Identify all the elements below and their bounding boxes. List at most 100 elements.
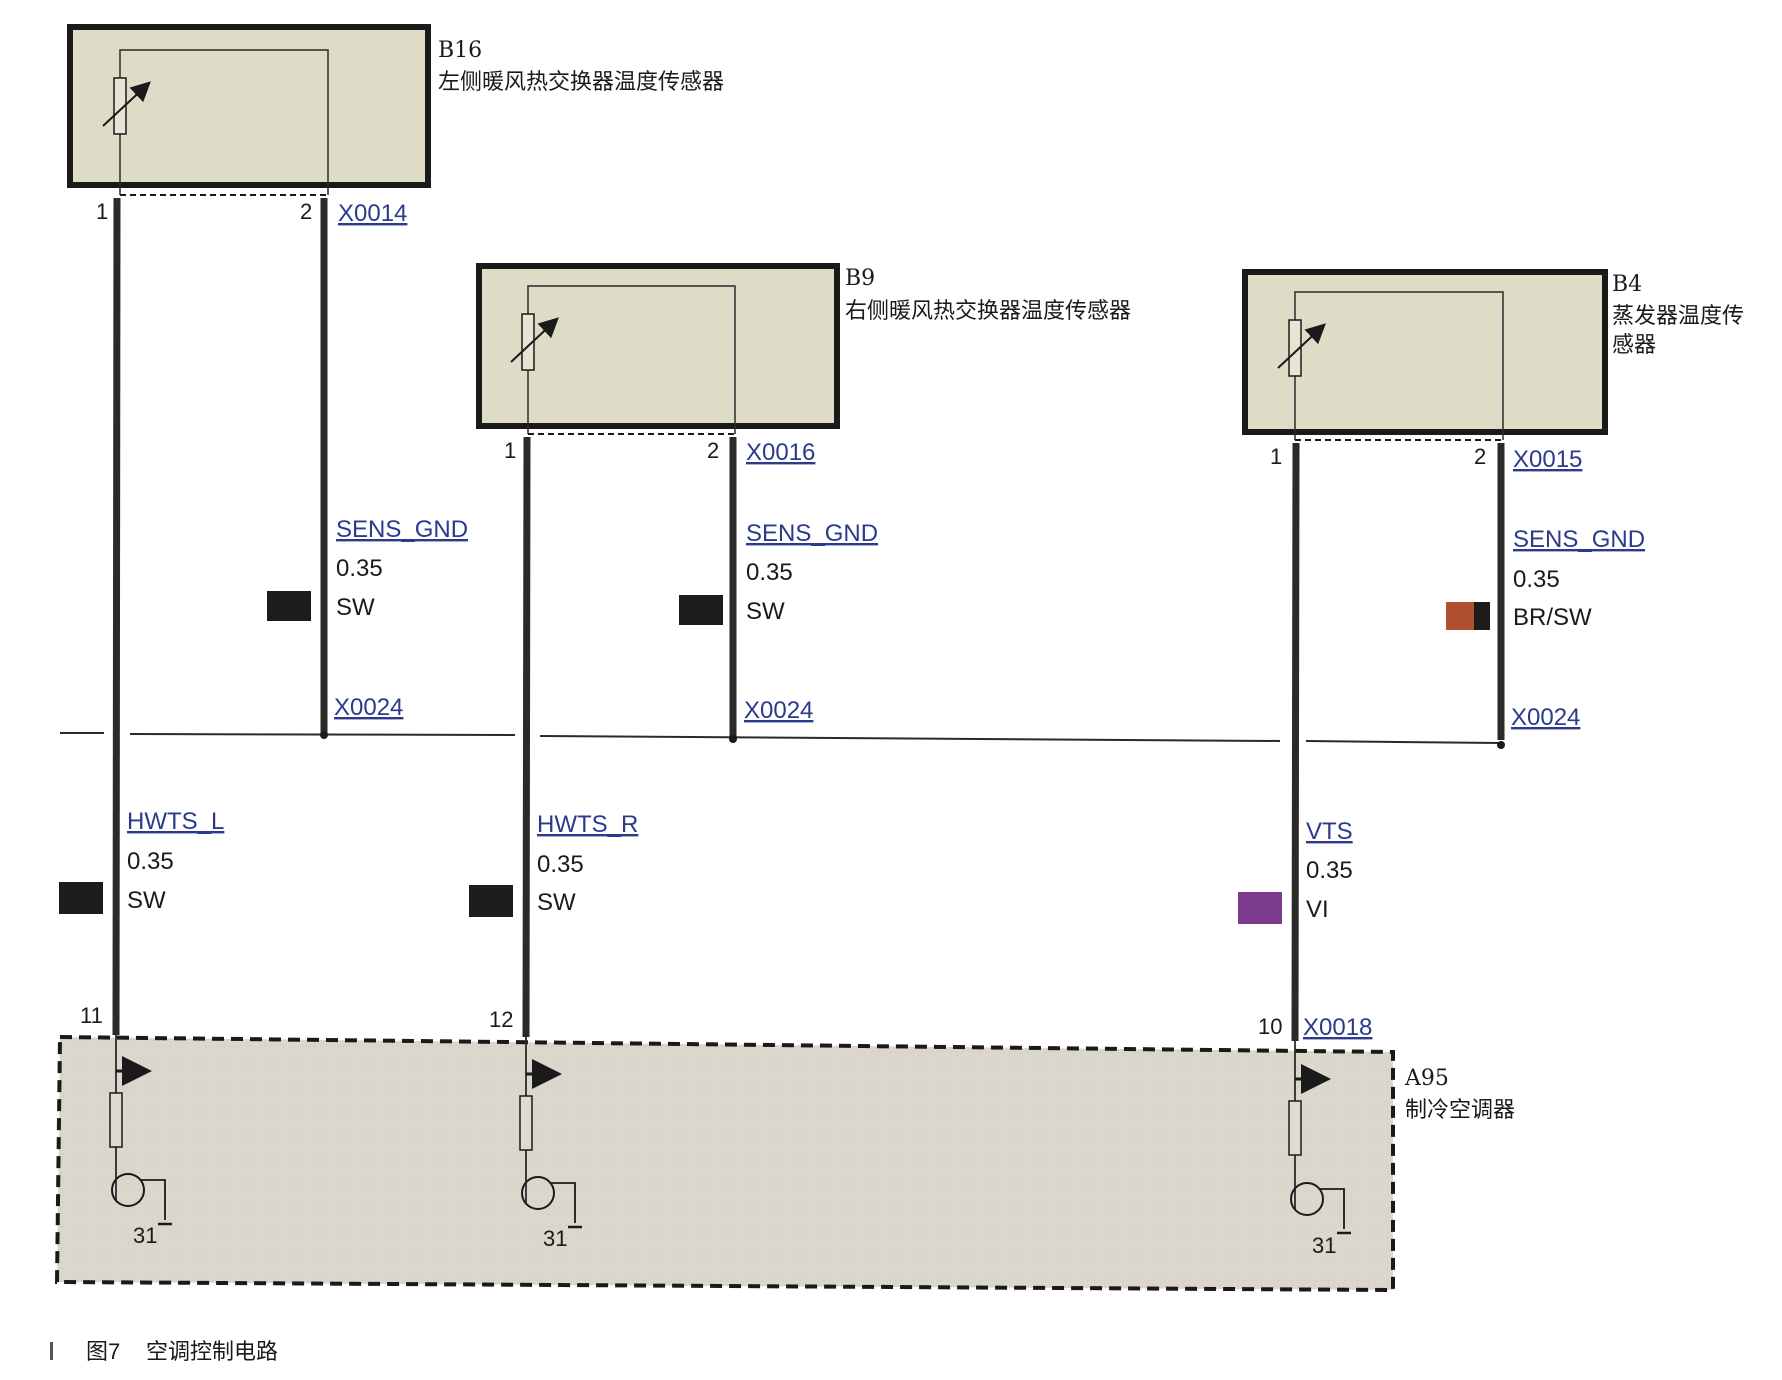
ground-wire-2-signal[interactable]: SENS_GND xyxy=(746,520,878,547)
ground-wire-2-splice[interactable]: X0024 xyxy=(744,697,813,724)
signal-wire-vts-color-code: VI xyxy=(1306,896,1329,923)
ground-wire-3-color-swatch-a xyxy=(1446,602,1474,630)
module-a95-name: 制冷空调器 xyxy=(1405,1098,1515,1123)
signal-wire-hwts-r-signal[interactable]: HWTS_R xyxy=(537,811,638,838)
signal-wire-hwts-l-color-swatch xyxy=(59,882,103,914)
sensor-b16: B16 左侧暖风热交换器温度传感器 1 2 X0014 xyxy=(67,24,724,227)
ground-wire-1-color-swatch-a xyxy=(267,591,289,621)
signal-wire-hwts-r-pin: 12 xyxy=(489,1007,513,1032)
ground-wire-1-splice[interactable]: X0024 xyxy=(334,694,403,721)
ground-wire-2-color-swatch-b xyxy=(701,595,723,625)
ground-wire-3: SENS_GND 0.35 BR/SW X0024 xyxy=(1446,443,1645,749)
ground-wire-2-color-swatch-a xyxy=(679,595,701,625)
ground-bus xyxy=(60,732,1501,744)
signal-wire-hwts-l-pin: 11 xyxy=(80,1003,103,1028)
module-a95-id: A95 xyxy=(1404,1066,1449,1091)
signal-wire-hwts-l: HWTS_L 0.35 SW 11 xyxy=(59,197,224,1036)
sensor-b4: B4 蒸发器温度传 感器 1 2 X0015 xyxy=(1242,269,1744,473)
a95-stage-1-resistor xyxy=(109,1092,123,1148)
ground-wire-3-splice[interactable]: X0024 xyxy=(1511,704,1580,731)
a95-stage-1-transistor xyxy=(111,1173,145,1207)
sensor-b4-connector-link[interactable]: X0015 xyxy=(1513,446,1582,473)
signal-wire-hwts-r-line[interactable] xyxy=(522,436,531,1038)
sensor-b9-connector-link[interactable]: X0016 xyxy=(746,439,815,466)
signal-wire-vts: VTS 0.35 VI 10 X0018 xyxy=(1238,442,1372,1042)
signal-wire-hwts-l-signal[interactable]: HWTS_L xyxy=(127,808,224,835)
sensor-b16-id: B16 xyxy=(438,38,482,63)
ground-wire-2-size: 0.35 xyxy=(746,559,793,586)
signal-wire-vts-size: 0.35 xyxy=(1306,857,1353,884)
sensor-b16-thermistor xyxy=(113,77,127,135)
signal-wire-hwts-r-color-code: SW xyxy=(537,889,576,916)
sensor-b4-id: B4 xyxy=(1612,272,1642,297)
sensor-b16-variable-arrow xyxy=(102,81,151,127)
signal-wire-hwts-r-color-swatch xyxy=(469,885,513,917)
a95-stage-3-ground-lead xyxy=(1319,1188,1345,1229)
ground-bus-segment xyxy=(1305,740,1501,744)
a95-input-stage-3: 31 xyxy=(1288,1041,1351,1258)
signal-wire-vts-signal[interactable]: VTS xyxy=(1306,818,1353,845)
a95-input-stage-1: 31 xyxy=(109,1035,172,1248)
sensor-b16-pin1: 1 xyxy=(96,199,108,224)
figure-title: 空调控制电路 xyxy=(146,1339,278,1364)
sensor-b4-variable-arrow xyxy=(1277,323,1326,369)
signal-wire-hwts-l-color-code: SW xyxy=(127,887,166,914)
sensor-b9-thermistor xyxy=(521,313,535,371)
sensor-b4-thermistor xyxy=(1288,319,1302,377)
sensor-b9-pin1: 1 xyxy=(504,438,516,463)
a95-connector-link[interactable]: X0018 xyxy=(1303,1014,1372,1041)
ground-wire-1-splice-dot xyxy=(320,731,328,739)
sensor-b4-name-line2: 感器 xyxy=(1612,333,1656,358)
ground-wire-1: SENS_GND 0.35 SW X0024 xyxy=(267,198,468,739)
ground-wire-3-color-code: BR/SW xyxy=(1513,604,1592,631)
signal-wire-hwts-l-line[interactable] xyxy=(112,197,121,1036)
ground-wire-2: SENS_GND 0.35 SW X0024 xyxy=(679,437,878,743)
ground-wire-3-splice-dot xyxy=(1497,741,1505,749)
sensor-b16-name: 左侧暖风热交换器温度传感器 xyxy=(438,70,724,95)
ground-bus-segment xyxy=(539,735,1281,742)
sensor-b9-pin2: 2 xyxy=(707,438,719,463)
a95-stage-1-ground-lead xyxy=(140,1179,166,1220)
ground-wire-1-color-code: SW xyxy=(336,594,375,621)
ground-wire-3-signal[interactable]: SENS_GND xyxy=(1513,526,1645,553)
figure-caption: 图7 空调控制电路 xyxy=(50,1339,278,1364)
signal-wire-hwts-l-size: 0.35 xyxy=(127,848,174,875)
a95-stage-2-terminal: 31 xyxy=(543,1226,567,1251)
sensor-b9-name: 右侧暖风热交换器温度传感器 xyxy=(845,299,1131,324)
sensor-b9: B9 右侧暖风热交换器温度传感器 1 2 X0016 xyxy=(476,263,1131,466)
ground-wire-3-color-swatch-b xyxy=(1474,602,1490,630)
module-a95-body xyxy=(54,1034,1395,1293)
sensor-b9-body xyxy=(476,263,840,429)
signal-wire-hwts-r: HWTS_R 0.35 SW 12 xyxy=(469,436,638,1038)
figure-number: 图7 xyxy=(86,1339,120,1364)
ground-wire-2-splice-dot xyxy=(729,735,737,743)
a95-stage-3-resistor xyxy=(1288,1100,1302,1156)
signal-wire-vts-pin: 10 xyxy=(1258,1014,1282,1039)
sensor-b16-pin2: 2 xyxy=(300,199,312,224)
signal-wire-vts-color-swatch xyxy=(1238,892,1282,924)
a95-stage-2-transistor xyxy=(521,1176,555,1210)
a95-stage-1-terminal: 31 xyxy=(133,1223,157,1248)
sensor-b9-id: B9 xyxy=(845,266,875,291)
a95-stage-2-ground-lead xyxy=(550,1182,576,1223)
sensor-b16-connector-link[interactable]: X0014 xyxy=(338,200,407,227)
ground-wire-1-color-swatch-b xyxy=(289,591,311,621)
sensor-b9-variable-arrow xyxy=(510,317,559,363)
module-a95: A95 制冷空调器 31 31 xyxy=(54,1034,1515,1293)
a95-stage-3-transistor xyxy=(1290,1182,1324,1216)
sensor-b4-body xyxy=(1242,269,1608,435)
sensor-b4-pin2: 2 xyxy=(1474,444,1486,469)
ground-wire-3-size: 0.35 xyxy=(1513,566,1560,593)
a95-stage-2-resistor xyxy=(519,1095,533,1151)
a95-stage-3-terminal: 31 xyxy=(1312,1233,1336,1258)
ground-wire-1-size: 0.35 xyxy=(336,555,383,582)
sensor-b4-name-line1: 蒸发器温度传 xyxy=(1612,304,1744,329)
sensor-b4-pin1: 1 xyxy=(1270,444,1282,469)
signal-wire-vts-line[interactable] xyxy=(1291,442,1300,1042)
caption-marker xyxy=(50,1342,53,1360)
signal-wire-hwts-r-size: 0.35 xyxy=(537,851,584,878)
ground-wire-2-color-code: SW xyxy=(746,598,785,625)
ground-wire-1-signal[interactable]: SENS_GND xyxy=(336,516,468,543)
a95-input-stage-2: 31 xyxy=(519,1037,582,1251)
